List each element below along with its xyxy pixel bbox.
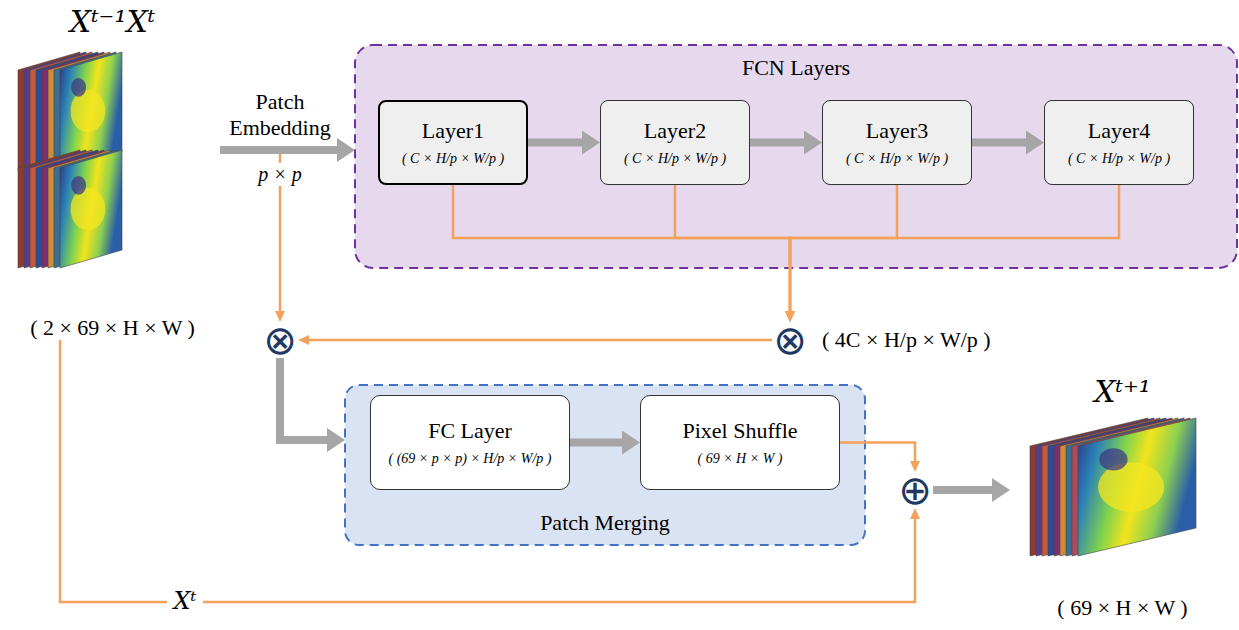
flow-arrow [220, 146, 337, 154]
patch-size-label: p × p [254, 163, 306, 186]
operator-circle: ⊗ [772, 322, 808, 358]
data-line [790, 185, 1119, 311]
layer-box: Layer4 ( C × H/p × W/p ) [1044, 100, 1194, 185]
shape-label: ( C × H/p × W/p ) [624, 151, 726, 167]
group-title: Patch Merging [540, 510, 670, 535]
node-title: FC Layer [428, 418, 512, 443]
feature-blob [71, 90, 106, 132]
node-title: Layer2 [644, 118, 706, 143]
node-title: Xᵗ⁻¹Xᵗ [70, 5, 155, 40]
group-title: FCN Layers [742, 55, 850, 80]
data-line [60, 340, 915, 602]
flow-arrow [528, 139, 582, 147]
group-region [345, 385, 865, 545]
shape-label: ( C × H/p × W/p ) [846, 151, 948, 167]
operator-circle: ⊕ [897, 472, 933, 508]
feature-map [1078, 418, 1196, 556]
node-title: Xᵗ⁺¹ [1094, 375, 1151, 410]
flow-arrow [570, 439, 622, 447]
shape-label: ( C × H/p × W/p ) [402, 151, 504, 167]
feature-blob [71, 188, 106, 230]
data-line [309, 339, 772, 342]
flow-arrow [750, 139, 804, 147]
node-title: Layer4 [1088, 118, 1150, 143]
module-group: FCN LayersLayer1 ( C × H/p × W/p ) Layer2 (… [355, 45, 1237, 268]
feature-map [60, 150, 122, 268]
data-line [790, 185, 897, 311]
shape-label: ( 69 × H × W ) [698, 451, 783, 467]
flow-arrow [933, 486, 992, 494]
layer-box: Layer2 ( C × H/p × W/p ) [600, 100, 750, 185]
process-box: FC Layer ( (69 × p × p) × H/p × W/p ) [370, 395, 570, 490]
module-group: Patch Merging FC Layer ( (69 × p × p) × H/… [345, 385, 865, 545]
operator-circle: ⊗ [262, 322, 298, 358]
shape-label: ( (69 × p × p) × H/p × W/p ) [389, 451, 552, 467]
group-region [355, 45, 1237, 268]
process-box: Pixel Shuffle ( 69 × H × W ) [640, 395, 840, 490]
feature-blob [1099, 448, 1127, 470]
shape-label: ( 2 × 69 × H × W ) [30, 315, 195, 340]
tensor-stack [1030, 418, 1196, 556]
node-title: Pixel Shuffle [682, 418, 797, 443]
layer-box: Layer1 ( C × H/p × W/p ) [378, 100, 528, 185]
data-line [840, 443, 915, 462]
data-line [675, 185, 790, 311]
edge-label: Patch Embedding [220, 89, 340, 140]
tensor-node: Xᵗ⁺¹ ( 69 × H × W ) [1010, 375, 1235, 620]
feature-blob [71, 176, 86, 195]
layer-box: Layer3 ( C × H/p × W/p ) [822, 100, 972, 185]
shape-label: ( C × H/p × W/p ) [1068, 151, 1170, 167]
flow-arrow [280, 358, 327, 440]
tensor-stack [18, 150, 122, 268]
dimension-label: ( 4C × H/p × W/p ) [822, 327, 991, 353]
edge-label: Xᵗ [167, 588, 202, 616]
feature-blob [1098, 462, 1164, 512]
flow-arrow [972, 139, 1026, 147]
operator-symbol: ⊗ [263, 322, 297, 358]
operator-symbol: ⊕ [898, 472, 932, 508]
data-line [453, 185, 790, 311]
feature-blob [71, 78, 86, 97]
shape-label: ( 69 × H × W ) [1057, 595, 1187, 620]
node-title: Layer3 [866, 118, 928, 143]
tensor-node: Xᵗ⁻¹Xᵗ ( 2 × 69 × H × W ) [5, 5, 220, 340]
operator-symbol: ⊗ [773, 322, 807, 358]
node-title: Layer1 [422, 118, 484, 143]
data-line [220, 152, 280, 311]
